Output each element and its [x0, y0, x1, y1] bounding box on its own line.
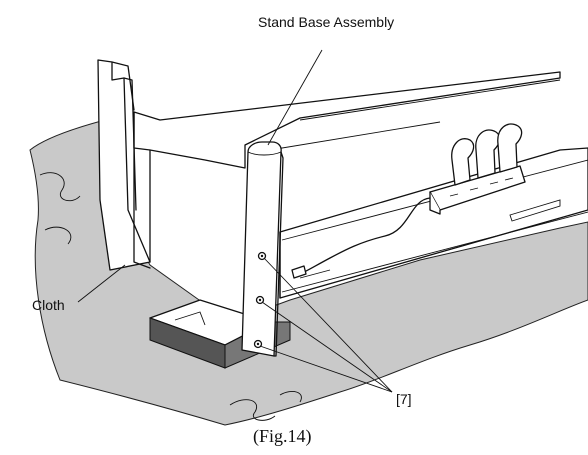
screw-hole-middle [255, 295, 265, 305]
figure-caption: (Fig.14) [253, 426, 312, 447]
side-panel [97, 59, 151, 271]
leader-cloth [77, 264, 126, 303]
back-board-line [269, 121, 441, 151]
cloth-wrinkle [39, 172, 81, 202]
stand-base-leg-top [247, 151, 282, 156]
pad-block-mark [174, 311, 206, 326]
leader-screw-top [263, 257, 393, 393]
pedal-board-mark [299, 269, 331, 279]
screw-hole-bottom [253, 339, 263, 349]
pedal-box-marks [449, 177, 514, 197]
back-board-edge [133, 111, 151, 269]
pedal-left [451, 138, 475, 186]
leader-screw-bottom [259, 345, 393, 393]
cloth-wrinkle [279, 391, 302, 403]
back-board-line [299, 79, 561, 121]
leader-screw-middle [261, 301, 393, 393]
cloth-sheet [29, 119, 588, 426]
cable-plug [291, 265, 307, 279]
cloth-wrinkle [44, 226, 72, 245]
pedal-board-line [281, 211, 588, 293]
label-cloth: Cloth [32, 297, 65, 313]
pedal-board-slot [509, 199, 561, 222]
stand-base-leg-side [273, 151, 284, 357]
pedal-box-side [429, 191, 441, 215]
side-panel-edge [123, 77, 137, 211]
leader-stand-base [267, 49, 323, 146]
cloth-wrinkle [229, 399, 276, 421]
label-screw-ref: [7] [396, 391, 412, 407]
pedal-cable [299, 197, 431, 275]
pedal-right [497, 123, 523, 173]
pedal-middle [475, 129, 501, 179]
back-board [133, 71, 561, 169]
screw-hole-top [257, 251, 267, 261]
label-stand-base-assembly: Stand Base Assembly [258, 14, 394, 30]
stand-base-leg [241, 141, 282, 357]
